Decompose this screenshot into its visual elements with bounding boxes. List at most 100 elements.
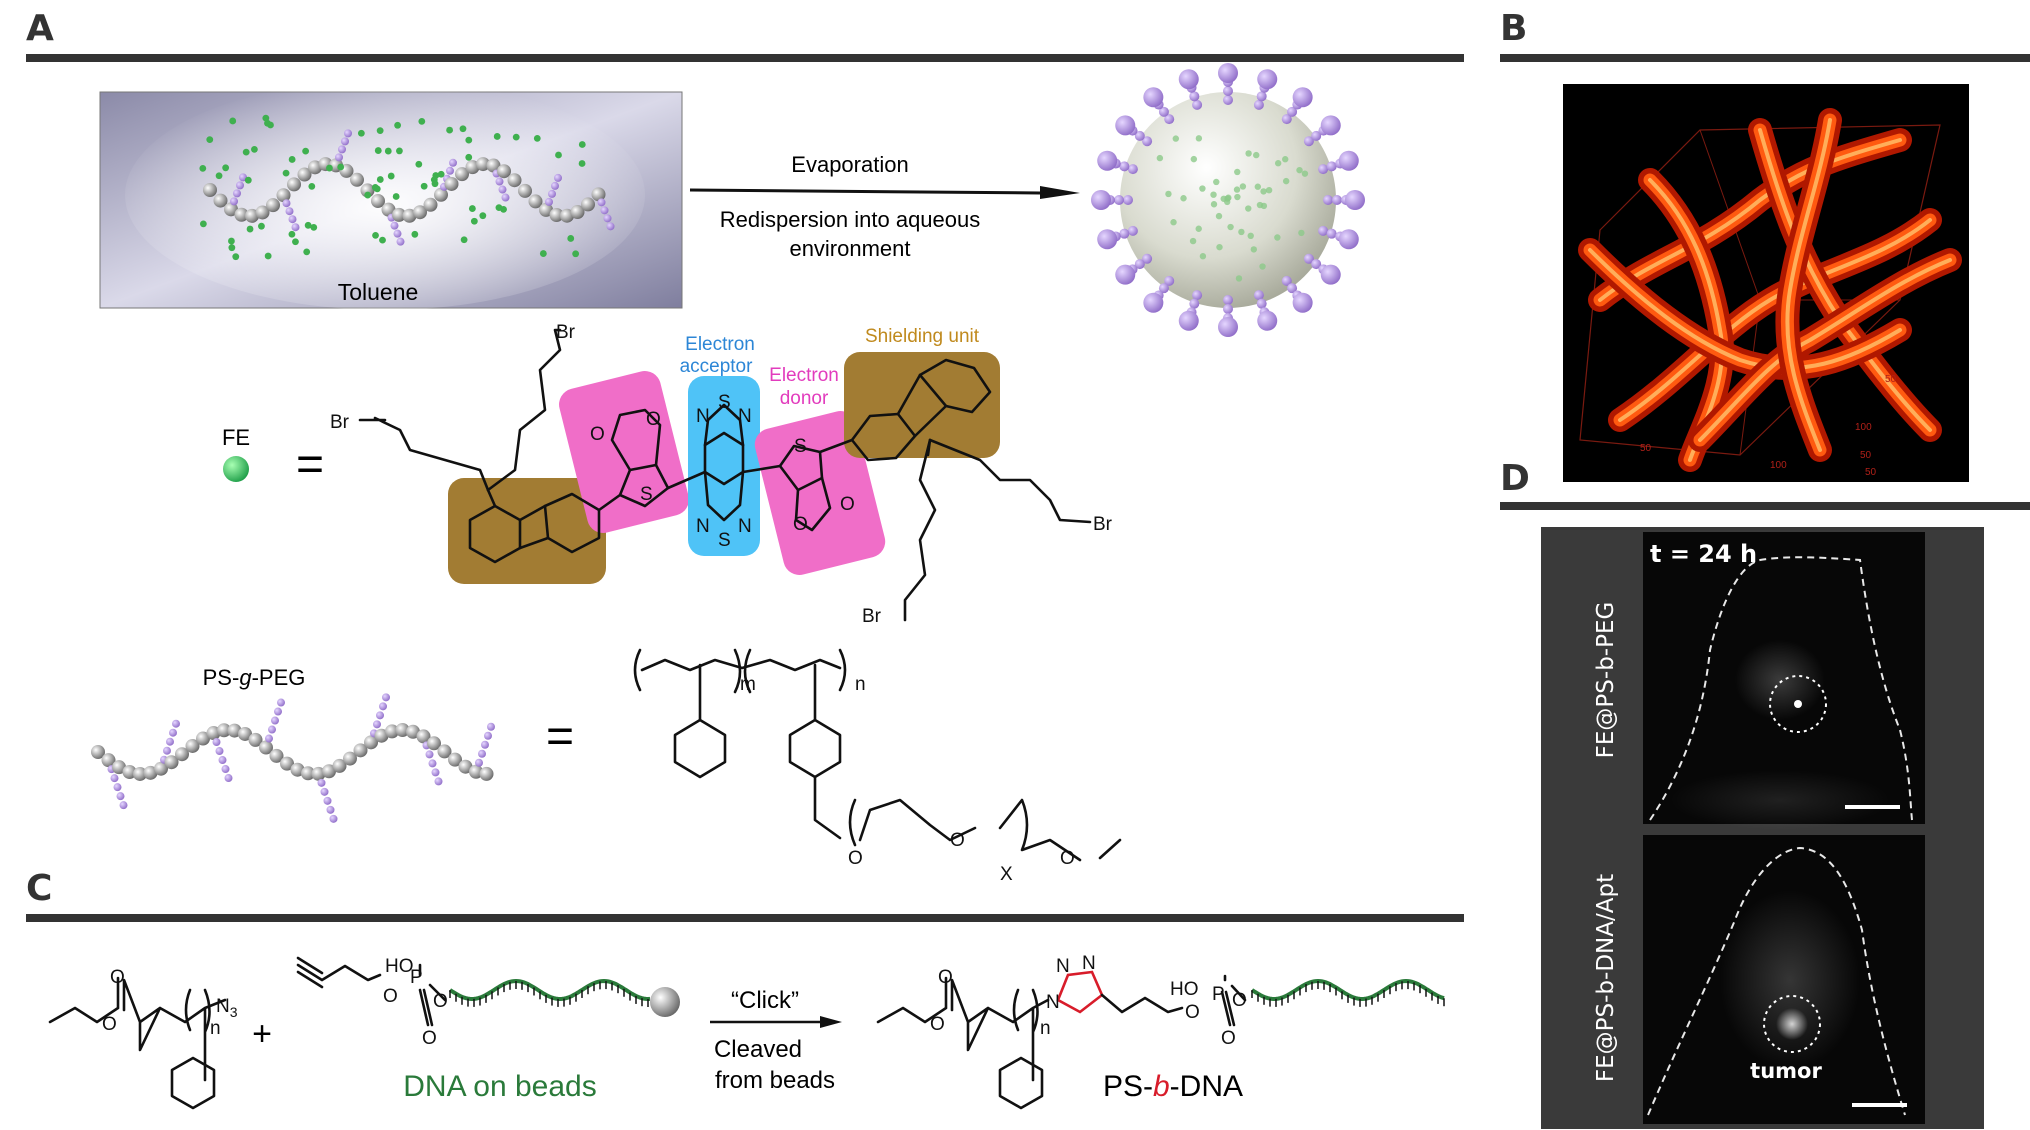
chain-bead (206, 726, 221, 741)
fe-dot (1170, 219, 1177, 226)
panel-d-letter: D (1500, 458, 1530, 499)
fe-dot (251, 145, 258, 153)
chain-bead (290, 762, 305, 777)
fe-dot (415, 160, 423, 168)
fe-dot (539, 250, 547, 257)
chain-bead (332, 758, 347, 773)
fe-dot (1213, 178, 1220, 186)
evaporation-arrow: Evaporation Redispersion into aqueous en… (689, 152, 1080, 261)
atom-br: Br (330, 412, 350, 433)
fe-dot (384, 147, 392, 155)
peg-bead (344, 129, 352, 138)
fe-dot (1247, 232, 1254, 240)
peg-bead (1218, 317, 1238, 337)
evaporation-label: Evaporation (791, 152, 908, 177)
chain-bead (392, 207, 406, 222)
fe-dot (1274, 234, 1281, 241)
chain-bead (385, 724, 399, 739)
fe-dot (1199, 185, 1206, 192)
fe-dot (495, 204, 503, 212)
peg-bead (172, 719, 180, 728)
peg-bead (551, 181, 559, 190)
vessel-core (1698, 258, 1952, 442)
peg-bead (1097, 229, 1118, 250)
fe-dot (479, 212, 487, 220)
atom-n: N (738, 406, 752, 427)
peg-bead (277, 698, 285, 707)
atom-o: O (840, 494, 855, 515)
dna-backbone (448, 978, 651, 1002)
peg-bead (1311, 259, 1322, 270)
fe-dot (465, 136, 473, 144)
triazole-n3: N (1082, 953, 1096, 974)
fe-dot (1190, 155, 1198, 163)
peg-bead (1287, 106, 1298, 117)
in-vivo-panel: t = 24 h tumor FE@PS-b-PEG FE@PS-b-DNA/A… (1541, 527, 1984, 1129)
axis-tick-label: 50 (1640, 443, 1652, 454)
fe-dot (470, 217, 478, 225)
peg-bead (446, 166, 454, 175)
fe-dot (374, 147, 382, 154)
p-phos-ho: HO (1170, 979, 1199, 1000)
p-ester-o2: O (938, 967, 953, 988)
peg-bead (1303, 136, 1314, 147)
peg-bead (1119, 161, 1130, 172)
panel-a-letter: A (26, 8, 54, 49)
fe-dot (258, 222, 265, 230)
chain-bead (245, 208, 259, 223)
fe-dot (308, 182, 316, 190)
fe-dot (1233, 186, 1241, 193)
peg-bead (1345, 190, 1365, 210)
chain-bead (469, 764, 483, 779)
peg-bead (1123, 195, 1133, 205)
peg-bead (1338, 229, 1359, 250)
fe-dot (411, 230, 419, 238)
panel-b-letter: B (1500, 8, 1527, 49)
panel-c-letter: C (26, 868, 52, 909)
chain-bead (343, 751, 357, 766)
fe-dot (215, 172, 223, 180)
chain-bead (350, 172, 364, 187)
chain-bead (301, 766, 315, 781)
chain-bead (560, 208, 574, 223)
atom-br: Br (862, 606, 882, 627)
dna-strand-reactant (448, 978, 651, 1007)
axis-tick-label: 100 (1855, 422, 1872, 433)
fe-dot (1234, 168, 1241, 176)
fe-dot (1172, 135, 1180, 142)
peg-bead (1119, 228, 1130, 239)
fe-dot (460, 236, 468, 244)
peg-bead (1256, 298, 1267, 309)
fe-dot (533, 134, 541, 142)
peg-bead (1326, 161, 1337, 172)
peg-bead (119, 801, 128, 810)
peg-bead (396, 237, 405, 246)
peg-bead (1192, 290, 1203, 301)
scale-bar-top (1845, 805, 1900, 809)
peg-bead (1158, 283, 1169, 294)
toluene-illustration: Toluene (99, 80, 683, 310)
peg-bead (390, 221, 399, 230)
peg-bead (212, 738, 221, 747)
psgpeg-equals: = (546, 710, 574, 763)
chain-bead (458, 759, 473, 774)
triazole-n2: N (1056, 956, 1070, 977)
peg-bead (265, 734, 273, 743)
redispersion-label-line1: Redispersion into aqueous (720, 207, 981, 232)
fe-dot (493, 133, 501, 140)
fe-dot (264, 119, 271, 127)
panel-d-rule (1500, 502, 2030, 510)
peg-bead (166, 737, 174, 746)
fe-dot (1238, 228, 1245, 236)
fe-dot (418, 117, 426, 125)
peg-bead (1178, 310, 1199, 331)
atom-s: S (718, 530, 731, 551)
vessel-network (1578, 108, 1962, 472)
peg-bead (1292, 292, 1313, 313)
mouse-outline-top (1649, 556, 1913, 821)
fe-dot (292, 238, 299, 246)
fe-dot (1250, 246, 1258, 253)
